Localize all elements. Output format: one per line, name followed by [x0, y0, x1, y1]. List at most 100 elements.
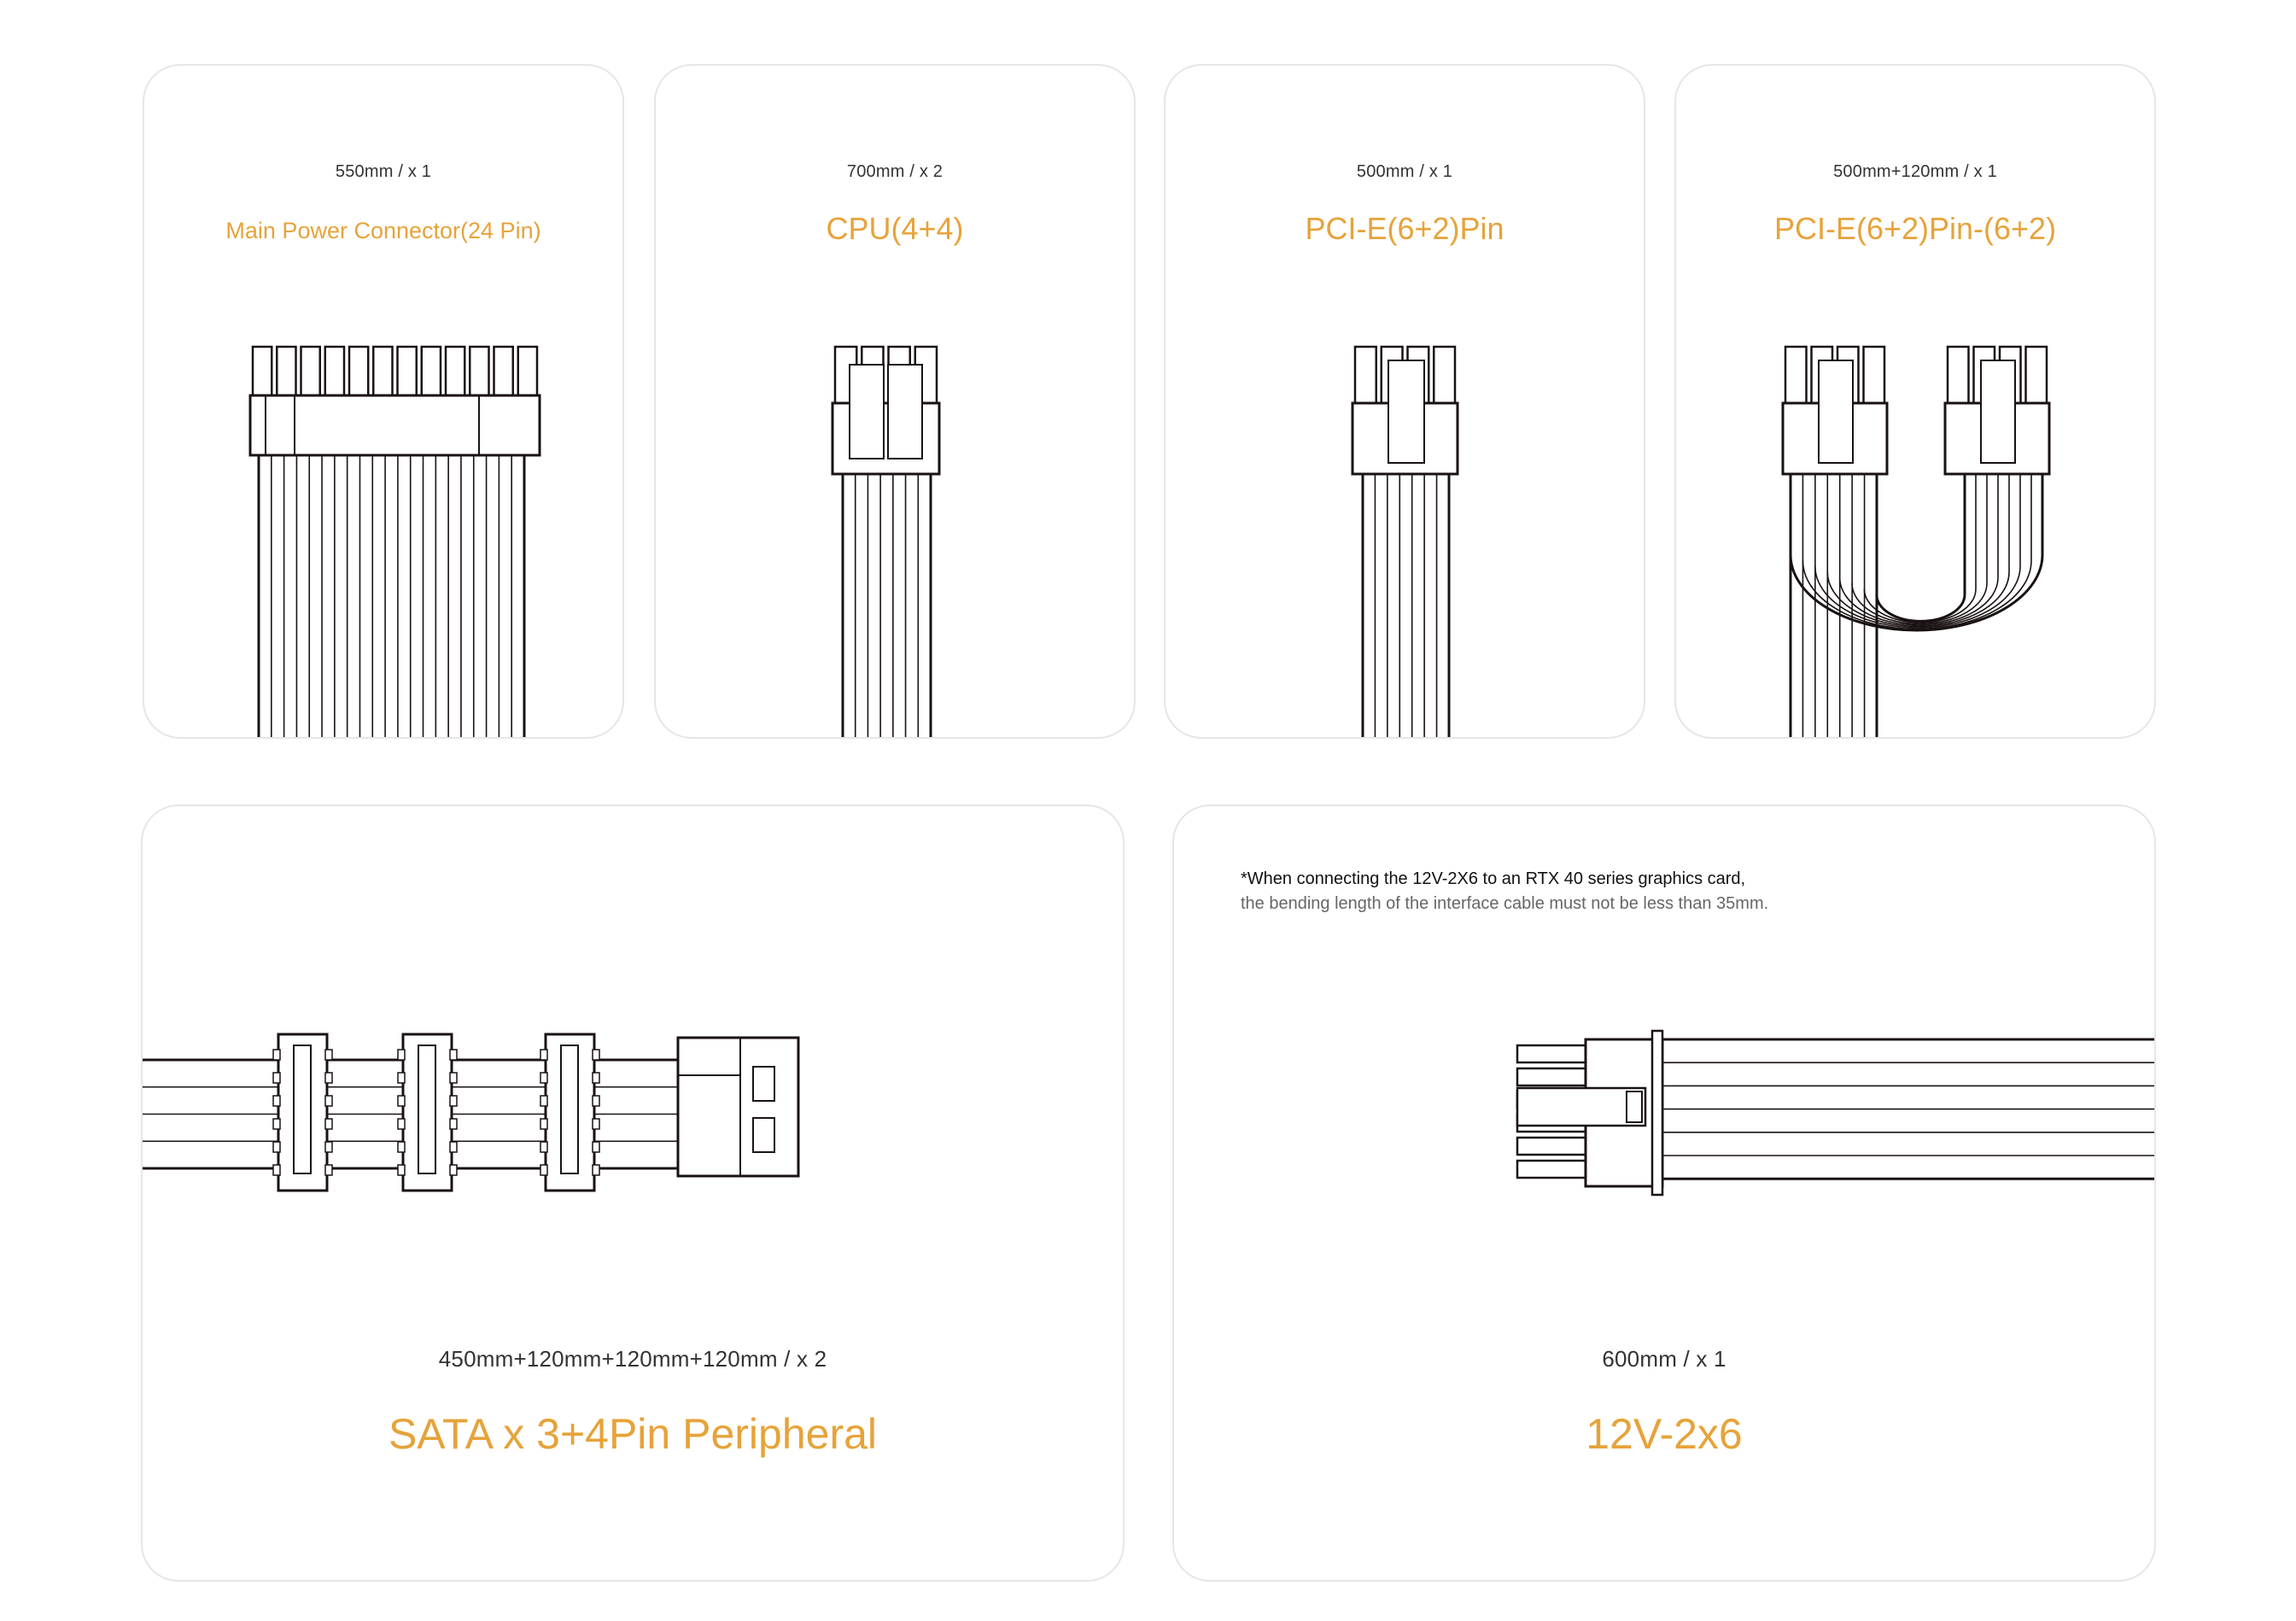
sata-pin [324, 1049, 333, 1061]
cable-length-label: 600mm / x 1 [1602, 1346, 1726, 1372]
connector-pin [1862, 345, 1886, 408]
12v-latch-tab [1626, 1091, 1643, 1123]
connector-pin [1433, 345, 1457, 408]
12v-flange [1650, 1029, 1664, 1197]
latch [1818, 360, 1854, 464]
connector-housing [831, 401, 941, 476]
12v-pin [1516, 1159, 1587, 1179]
sata-pin [540, 1095, 548, 1107]
bend-cable-wire [1875, 474, 1966, 623]
24pin-connector-illustration [248, 345, 541, 737]
sata-pin [397, 1072, 406, 1084]
latch [887, 364, 923, 459]
sata-pin [449, 1072, 458, 1084]
bend-cable-wire [1789, 474, 2044, 632]
cable-length-label: 450mm+120mm+120mm+120mm / x 2 [438, 1346, 827, 1372]
sata-pin [449, 1118, 458, 1130]
sata-pin [540, 1164, 548, 1176]
connector-pin [300, 345, 321, 401]
card-pcie-6-2: 500mm / x 1 PCI-E(6+2)Pin [1164, 64, 1645, 739]
connector-housing [248, 394, 541, 457]
sata-cable-illustration [143, 1033, 800, 1192]
connector-pin [469, 345, 490, 401]
connector-title: SATA x 3+4Pin Peripheral [388, 1410, 878, 1458]
12v-2x6-connector-illustration [1516, 1029, 2154, 1197]
card-sata-peripheral: 450mm+120mm+120mm+120mm / x 2 SATA x 3+4… [141, 805, 1125, 1582]
sata-pin [592, 1118, 600, 1130]
dual-pcie-connector-illustration [1781, 345, 2051, 737]
card-cpu-4-4: 700mm / x 2 CPU(4+4) [654, 64, 1136, 739]
connector-title: 12V-2x6 [1586, 1410, 1743, 1458]
connector-title: CPU(4+4) [826, 211, 964, 246]
sata-pin [540, 1141, 548, 1153]
connector-pin [1946, 345, 1970, 408]
sata-pin [592, 1095, 600, 1107]
connector-pin [251, 345, 273, 401]
bend-cable-wire [1814, 474, 2021, 629]
latch [849, 364, 885, 459]
sata-pin [324, 1072, 333, 1084]
sata-pin [592, 1141, 600, 1153]
connector-pin [348, 345, 370, 401]
sata-pin [540, 1072, 548, 1084]
connector-title: Main Power Connector(24 Pin) [225, 218, 541, 243]
latch [1980, 360, 2016, 464]
sata-pin [272, 1072, 281, 1084]
card-main-power-24pin: 550mm / x 1 Main Power Connector(24 Pin) [143, 64, 624, 739]
connector-title: PCI-E(6+2)Pin-(6+2) [1773, 211, 2057, 246]
sata-pin [272, 1141, 281, 1153]
sata-slot [418, 1045, 436, 1174]
connector-pin [1353, 345, 1377, 408]
bend-cable-wire [1838, 474, 1999, 626]
bend-cable-wire [1863, 474, 1977, 623]
12v-pin [1516, 1136, 1587, 1156]
connector-pin [324, 345, 346, 401]
sata-pin [397, 1095, 406, 1107]
sata-pin [592, 1164, 600, 1176]
connector-pin [396, 345, 418, 401]
sata-pin [324, 1118, 333, 1130]
sata-slot [293, 1045, 312, 1174]
sata-pin [592, 1072, 600, 1084]
sata-slot [560, 1045, 579, 1174]
connector-pin [276, 345, 297, 401]
sata-pin [272, 1049, 281, 1061]
sata-pin [540, 1118, 548, 1130]
bend-cable-wire [1851, 474, 1988, 625]
connector-pin [444, 345, 466, 401]
connector-pin [493, 345, 514, 401]
connector-title: PCI-E(6+2)Pin [1305, 211, 1504, 246]
sata-pin [272, 1095, 281, 1107]
sata-pin [449, 1049, 458, 1061]
sata-pin [397, 1164, 406, 1176]
connector-pin [1784, 345, 1808, 408]
connector-pin [2024, 345, 2048, 408]
sata-pin [397, 1049, 406, 1061]
cable-length-label: 500mm+120mm / x 1 [1833, 162, 1997, 181]
connector-pin [517, 345, 539, 401]
molex-connector [676, 1036, 800, 1178]
sata-pin [397, 1118, 406, 1130]
sata-pin [397, 1141, 406, 1153]
connector-pin [372, 345, 394, 401]
sata-pin [540, 1049, 548, 1061]
warning-note-line1: *When connecting the 12V-2X6 to an RTX 4… [1241, 869, 1746, 888]
molex-pin [752, 1117, 775, 1153]
pcie-connector-illustration [1351, 345, 1459, 737]
cable-length-label: 500mm / x 1 [1356, 162, 1453, 181]
bend-cable-wire [1802, 474, 2032, 630]
sata-pin [449, 1141, 458, 1153]
cable-length-label: 550mm / x 1 [335, 162, 432, 181]
sata-pin [449, 1095, 458, 1107]
12v-pin [1516, 1044, 1587, 1064]
latch [1388, 360, 1425, 464]
sata-pin [324, 1095, 333, 1107]
bend-cable-wire [1826, 474, 2010, 628]
warning-note-line2: the bending length of the interface cabl… [1241, 894, 1769, 913]
sata-pin [272, 1118, 281, 1130]
sata-pin [324, 1164, 333, 1176]
cable-length-label: 700mm / x 2 [846, 162, 944, 181]
cpu-connector-illustration [831, 345, 941, 737]
connector-pin [420, 345, 442, 401]
12v-pin [1516, 1067, 1587, 1087]
